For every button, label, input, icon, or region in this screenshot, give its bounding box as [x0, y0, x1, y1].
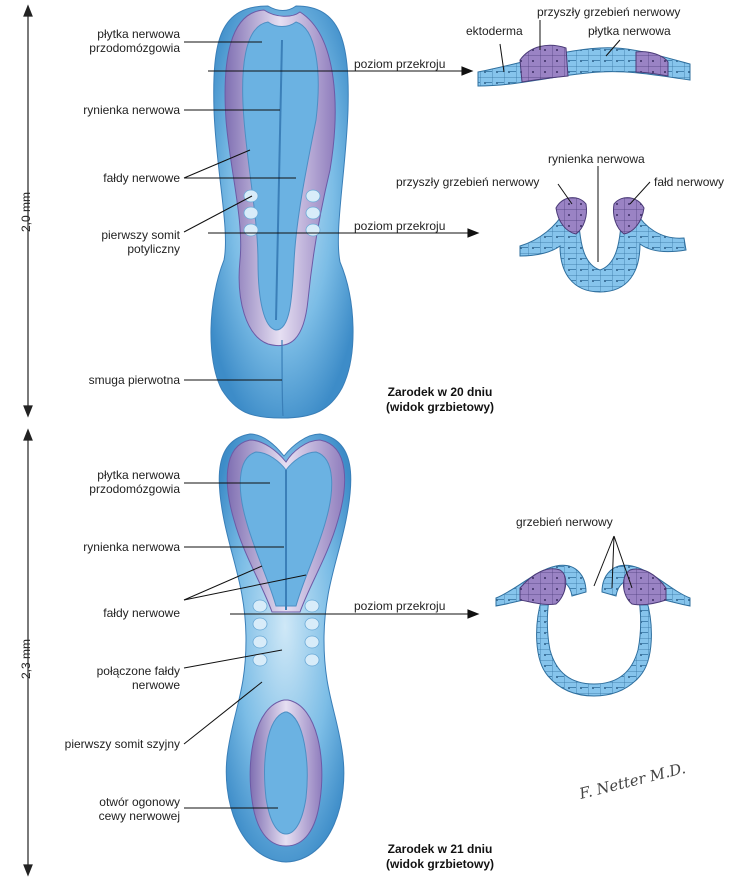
scale-bar-bottom: [23, 428, 33, 877]
caption-day20: Zarodek w 20 dniu(widok grzbietowy): [386, 385, 494, 414]
label-level-a: poziom przekroju: [354, 57, 446, 71]
label-groove-section: rynienka nerwowa: [548, 152, 645, 166]
scale-label-bottom: 2,3 mm: [19, 638, 34, 680]
label-folds-day21: fałdy nerwowe: [103, 606, 180, 620]
leader-lines: [183, 20, 651, 809]
embryo-day21: [218, 433, 352, 863]
embryo-day20: [210, 5, 354, 419]
section-neural-crest: [495, 564, 691, 697]
label-ectoderm: ektoderma: [466, 24, 523, 38]
label-future-crest-a: przyszły grzebień nerwowy: [537, 5, 681, 19]
label-groove-day20: rynienka nerwowa: [83, 103, 180, 117]
label-level-b: poziom przekroju: [354, 219, 446, 233]
scale-label-top: 2,0 mm: [19, 191, 34, 233]
label-crest: grzebień nerwowy: [516, 515, 613, 529]
label-folds-day20: fałdy nerwowe: [103, 171, 180, 185]
label-streak: smuga pierwotna: [88, 373, 180, 387]
label-groove-day21: rynienka nerwowa: [83, 540, 180, 554]
label-future-crest-b: przyszły grzebień nerwowy: [396, 175, 540, 189]
caption-day21: Zarodek w 21 dniu(widok grzbietowy): [386, 842, 494, 871]
section-neural-plate: [477, 44, 691, 87]
section-arrows: [208, 66, 480, 619]
label-somite-day21: pierwszy somit szyjny: [64, 737, 180, 751]
label-plate-section: płytka nerwowa: [588, 24, 671, 38]
section-neural-groove: [519, 197, 687, 293]
label-fold: fałd nerwowy: [654, 175, 725, 189]
scale-bar-top: [23, 4, 33, 418]
label-level-c: poziom przekroju: [354, 599, 446, 613]
